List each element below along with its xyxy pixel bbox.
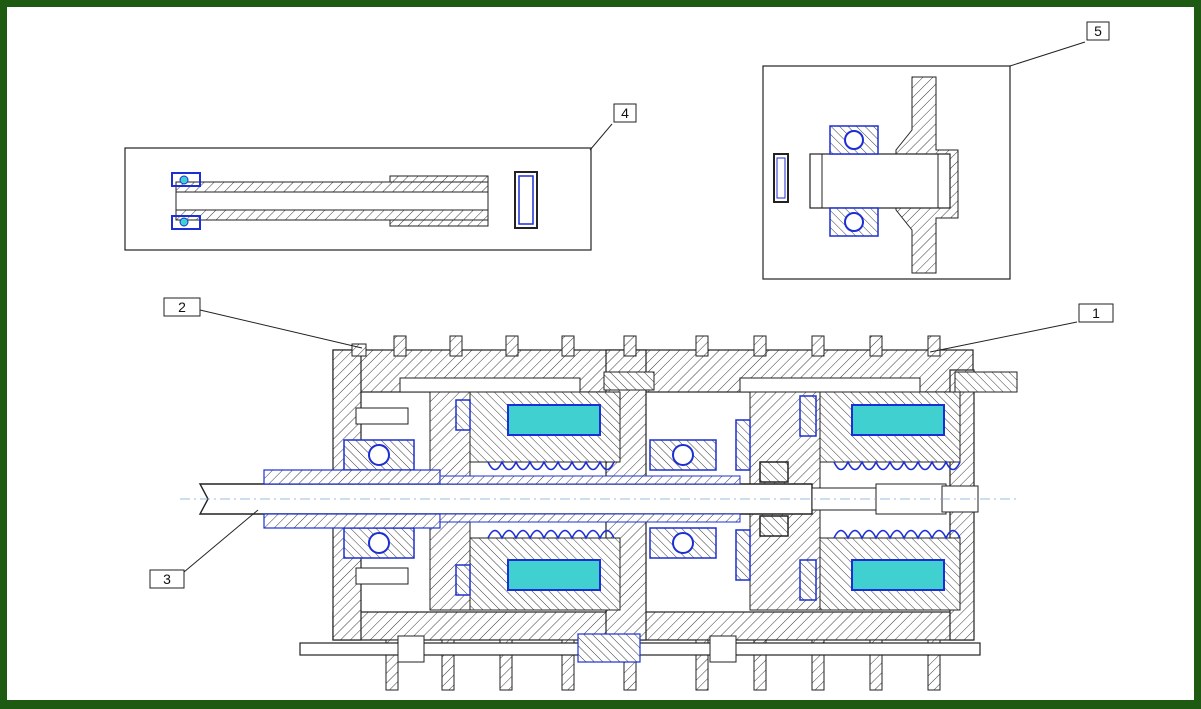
callout-5-label: 5 <box>1094 23 1102 39</box>
bearing-left-top <box>343 439 415 471</box>
detail-4-ring <box>514 171 538 229</box>
coil-left-top <box>507 404 601 436</box>
tie-rod <box>299 633 981 663</box>
bearing-mid-bottom <box>649 527 717 559</box>
springs-left <box>487 460 615 540</box>
callout-2-label: 2 <box>178 299 186 315</box>
callout-5: 5 <box>1009 21 1110 67</box>
springs-right <box>833 460 961 540</box>
coil-right-bottom <box>851 559 945 591</box>
bolts-left <box>355 407 409 585</box>
detail-4-seal-left <box>171 172 201 230</box>
main-shaft <box>180 469 1018 529</box>
bearing-left-bottom <box>343 527 415 559</box>
detail-view-4 <box>124 147 592 251</box>
callout-4: 4 <box>589 103 637 151</box>
friction-discs <box>455 395 817 601</box>
callout-1: 1 <box>929 303 1114 353</box>
detail-4-sleeve <box>175 175 489 227</box>
callout-3-label: 3 <box>163 571 171 587</box>
coil-left-bottom <box>507 559 601 591</box>
clutch-hub <box>759 461 789 537</box>
detail-5-hub <box>809 153 951 209</box>
detail-view-5 <box>762 65 1011 280</box>
bearing-mid-top <box>649 439 717 471</box>
callout-4-label: 4 <box>621 105 629 121</box>
main-assembly <box>180 335 1018 691</box>
callout-2: 2 <box>163 297 363 349</box>
callout-3: 3 <box>149 509 259 589</box>
detail-5-bearing-bottom <box>829 207 879 237</box>
coil-right-top <box>851 404 945 436</box>
detail-5-ring <box>773 153 789 203</box>
detail-5-bearing-top <box>829 125 879 155</box>
callout-1-label: 1 <box>1092 305 1100 321</box>
